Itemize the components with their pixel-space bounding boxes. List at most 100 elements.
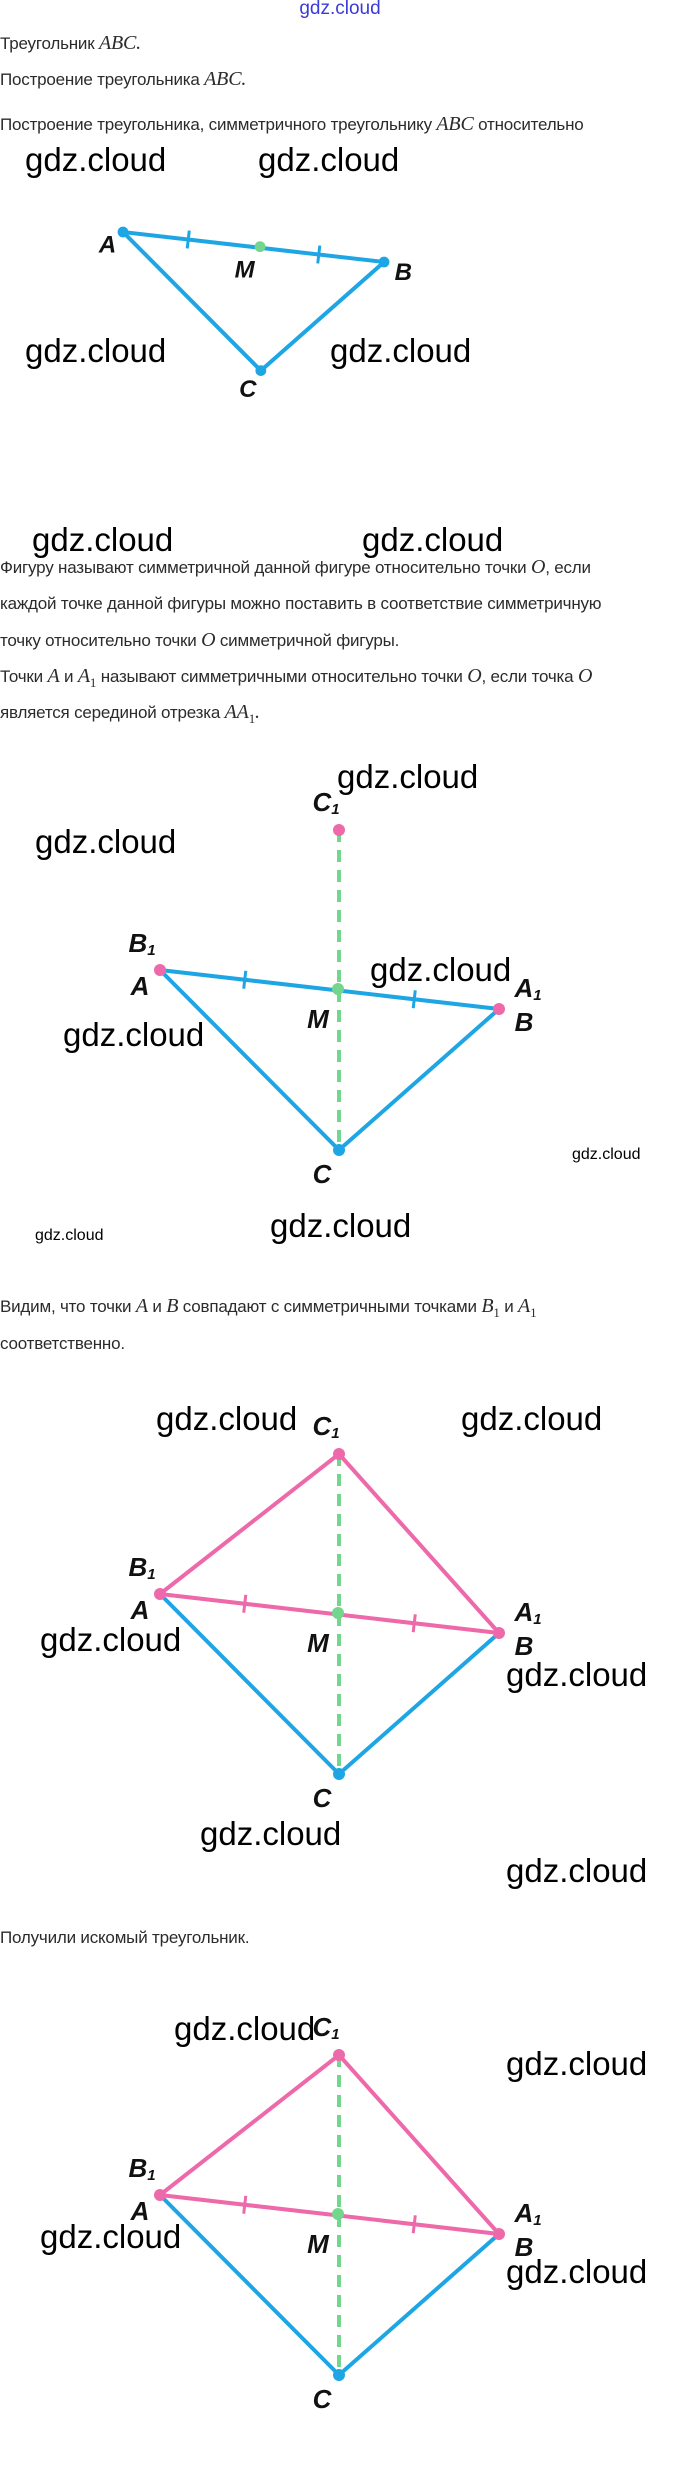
- label-letter: B: [515, 1007, 534, 1037]
- watermark: gdz.cloud: [156, 1400, 298, 1437]
- label-m: M: [235, 256, 256, 283]
- text: совпадают с симметричными точками: [178, 1297, 482, 1316]
- watermark: gdz.cloud: [370, 951, 512, 988]
- watermark: gdz.cloud: [506, 2253, 648, 2290]
- math: .: [136, 32, 141, 54]
- label-letter: A: [513, 973, 533, 1003]
- side-c1-b1: [158, 2053, 341, 2197]
- text: называют симметричными относительно точк…: [96, 667, 468, 686]
- text: соответственно.: [0, 1334, 125, 1353]
- math: ABC: [204, 68, 242, 90]
- watermark: gdz.cloud: [32, 521, 174, 558]
- watermark: gdz.cloud: [506, 1852, 648, 1889]
- subscript: 1: [530, 1305, 537, 1320]
- side-c1-a1: [337, 1452, 501, 1635]
- watermark: gdz.cloud: [174, 2010, 316, 2047]
- watermark: gdz.cloud: [35, 1227, 104, 1244]
- definition-line-1: Фигуру называют симметричной данной фигу…: [0, 556, 591, 579]
- watermark: gdz.cloud: [40, 2218, 182, 2255]
- label-letter: A: [130, 971, 150, 1001]
- point-a: [154, 964, 166, 976]
- text: точку относительно точки: [0, 631, 202, 650]
- text: , если: [545, 558, 591, 577]
- label-b: B: [515, 1007, 534, 1037]
- label-letter: C: [313, 1783, 333, 1813]
- label-a1: A1: [513, 1597, 541, 1628]
- label-a1: A1: [513, 973, 541, 1004]
- text: относительно: [473, 115, 584, 134]
- math: A: [135, 1295, 148, 1317]
- point-c1: [333, 1448, 345, 1460]
- label-a: A: [98, 231, 116, 258]
- text: Видим, что точки: [0, 1297, 136, 1316]
- side-ab: [158, 1592, 501, 1635]
- watermark: gdz.cloud: [25, 141, 167, 178]
- equal-tick-mark: [242, 970, 248, 989]
- label-letter: M: [307, 1628, 330, 1658]
- text: и: [499, 1297, 519, 1316]
- observation-line-1: Видим, что точки A и B совпадают с симме…: [0, 1295, 537, 1321]
- label-letter: M: [307, 2229, 330, 2259]
- math: .: [241, 68, 247, 90]
- definition-line-3: точку относительно точки O симметричной …: [0, 629, 399, 652]
- label-b1: B1: [128, 2153, 155, 2184]
- equal-tick-mark: [242, 1594, 248, 1613]
- watermark: gdz.cloud: [40, 1621, 182, 1658]
- side-c1-b1: [158, 1452, 341, 1596]
- watermark: gdz.cloud: [330, 332, 472, 369]
- label-subscript: 1: [533, 1611, 541, 1628]
- text: и: [147, 1297, 167, 1316]
- math: B: [166, 1295, 179, 1317]
- gdz-cloud-link[interactable]: gdz.cloud: [299, 0, 381, 19]
- label-subscript: 1: [533, 2212, 541, 2229]
- label-letter: C: [239, 376, 257, 403]
- label-letter: B: [128, 2153, 147, 2183]
- point-b: [378, 256, 390, 268]
- equal-tick-mark: [411, 1614, 417, 1633]
- label-subscript: 1: [331, 2026, 339, 2043]
- label-m: M: [307, 1004, 330, 1034]
- text: , если точка: [481, 667, 578, 686]
- label-c: C: [239, 376, 257, 403]
- watermark: gdz.cloud: [337, 758, 479, 795]
- point-c: [333, 1768, 345, 1780]
- math: O: [201, 629, 216, 651]
- math: A: [77, 665, 90, 687]
- label-letter: A: [513, 2198, 533, 2228]
- text: Получили искомый треугольник.: [0, 1928, 250, 1947]
- label-letter: C: [312, 1411, 332, 1441]
- math: A: [518, 1295, 531, 1317]
- point-c: [255, 365, 267, 376]
- equal-tick-mark: [411, 2215, 417, 2234]
- text: является серединой отрезка: [0, 703, 225, 722]
- label-letter: A: [513, 1597, 533, 1627]
- point-c1: [333, 824, 345, 836]
- side-ab: [158, 2193, 501, 2236]
- watermark: gdz.cloud: [270, 1207, 412, 1244]
- text: Треугольник: [0, 34, 99, 53]
- equal-tick-mark: [411, 990, 417, 1009]
- watermark: gdz.cloud: [200, 1815, 342, 1852]
- point-c: [333, 2369, 345, 2381]
- label-letter: C: [313, 2384, 333, 2414]
- point-a: [154, 1588, 166, 1600]
- side-bc: [337, 2232, 501, 2377]
- subscript: 1: [89, 675, 97, 690]
- label-c: C: [313, 1783, 333, 1813]
- watermark: gdz.cloud: [461, 1400, 603, 1437]
- math: O: [577, 665, 593, 687]
- point-m: [332, 1607, 344, 1619]
- label-subscript: 1: [147, 942, 155, 959]
- point-b: [493, 1627, 505, 1639]
- math: ABC: [98, 32, 137, 54]
- label-c: C: [313, 1159, 333, 1189]
- side-bc: [337, 1007, 501, 1152]
- label-m: M: [307, 1628, 330, 1658]
- label-a1: A1: [513, 2198, 541, 2229]
- label-letter: M: [307, 1004, 330, 1034]
- point-c: [333, 1144, 345, 1156]
- watermark: gdz.cloud: [63, 1016, 205, 1053]
- observation-line-2: соответственно.: [0, 1334, 125, 1354]
- text: Точки: [0, 667, 48, 686]
